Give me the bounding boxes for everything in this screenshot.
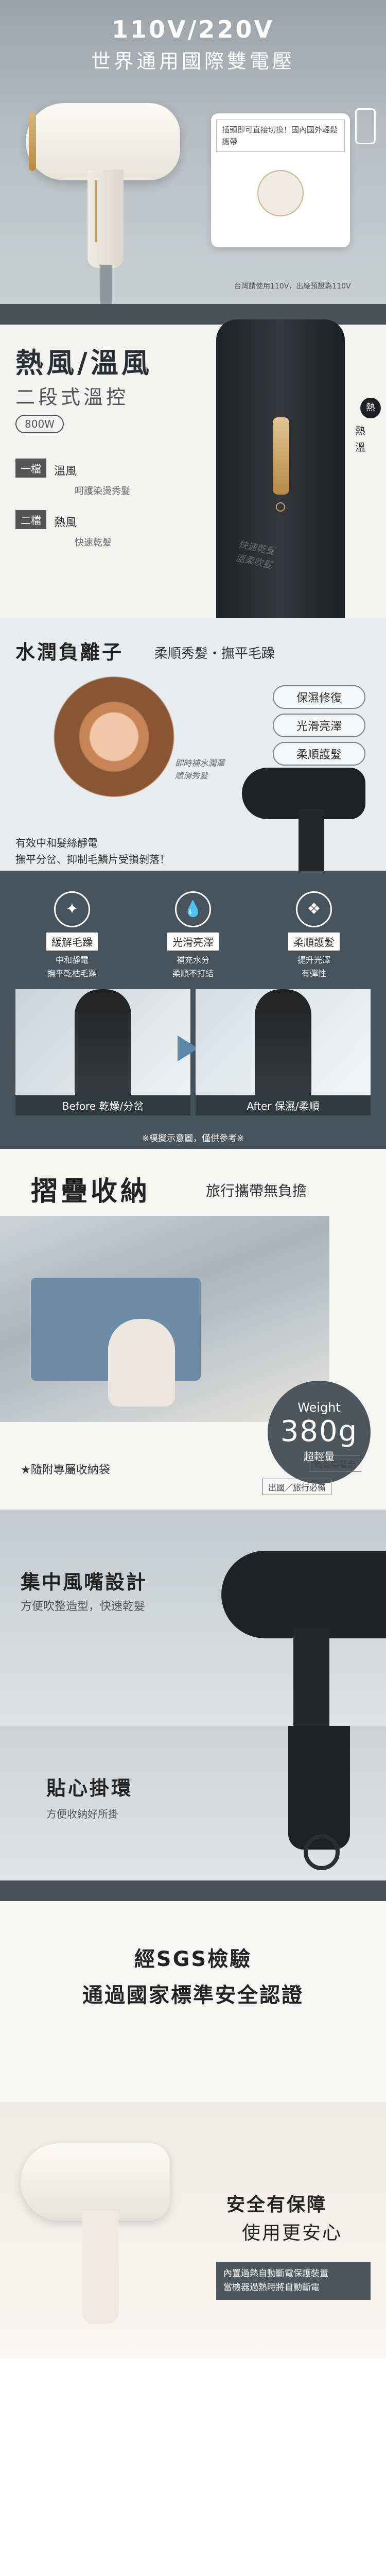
ion-caption: 有效中和髮絲靜電 撫平分岔、抑制毛鱗片受損剝落！ [15,837,170,866]
before-label: Before 乾燥/分岔 [15,1095,190,1115]
safety-line-2: 使用更安心 [242,2223,343,2244]
fold-tag: 出國／旅行必備 [262,1479,332,1495]
level-desc: 快速乾髮 [75,537,112,548]
fold-tag: 輕鬆帶著走 [309,1455,362,1472]
white-dryer-handle [87,170,124,268]
temp-subtitle: 二段式溫控 [15,386,129,409]
feature-item: ✦ 緩解毛躁 中和靜電 撫平乾枯毛躁 [21,891,124,980]
feature-title: 光滑亮澤 [167,933,219,951]
temperature-section: 熱風/溫風 二段式溫控 800W 一檔 溫風 呵護染燙秀髮 二檔 熱風 快速乾髮… [0,304,386,618]
feature-item: 💧 光滑亮澤 補充水分 柔順不打結 [142,891,244,980]
ion-title: 水潤負離子 [15,641,124,664]
after-label: After 保濕/柔順 [196,1095,371,1115]
feature-item: ❖ 柔順護髮 提升光澤 有彈性 [262,891,365,980]
plug-caption: 插頭即可直接切換！國內國外輕鬆攜帶 [216,120,345,152]
feature-desc: 補充水分 柔順不打結 [172,955,214,978]
hair-benefits-section: ✦ 緩解毛躁 中和靜電 撫平乾枯毛躁 💧 光滑亮澤 補充水分 柔順不打結 ❖ 柔… [0,871,386,1149]
level-name: 溫風 [54,465,77,478]
hook-section: 貼心掛環 方便收納好所掛 [0,1726,386,1880]
level-desc: 呵護染燙秀髮 [75,485,130,497]
weight-badge: Weight 380g 超輕量 [268,1381,371,1484]
power-dot-icon [276,502,285,512]
temperature-switch [273,417,289,495]
hair-strand-smooth [255,989,311,1115]
section-band [0,1880,386,1901]
folded-dryer-image [108,1319,175,1406]
dryer-cord [100,265,112,304]
safety-line-1: 安全有保障 [226,2194,327,2215]
hook-subtitle: 方便收納好所掛 [46,1808,118,1820]
voltage-subtitle: 世界通用國際雙電壓 [91,50,295,73]
weight-label: Weight [297,1400,341,1415]
feature-pill: 柔順護髮 [273,742,365,766]
sgs-section: 經SGS檢驗 通過國家標準安全認證 [0,1880,386,2102]
ionic-section: 水潤負離子 柔順秀髮・撫平毛躁 保濕修復 光滑亮澤 柔順護髮 即時補水潤澤 順滑… [0,618,386,871]
voltage-note: 台灣請使用110V，出廠預設為110V [234,282,351,291]
bag-note: ★隨附專屬收納袋 [21,1464,110,1477]
before-panel: Before 乾燥/分岔 [15,989,190,1115]
foldable-section: 摺疊收納 旅行攜帶無負擔 Weight 380g 超輕量 ★隨附專屬收納袋 輕鬆… [0,1149,386,1510]
suitcase-photo [0,1216,329,1422]
temp-title: 熱風/溫風 [15,347,152,379]
white-dryer-image [21,2143,170,2221]
nozzle-section: 集中風嘴設計 方便吹整造型，快速乾髮 [0,1510,386,1726]
water-drop-icon: 💧 [175,891,211,927]
sgs-line-1: 經SGS檢驗 [134,1947,252,1971]
level-2: 二檔 熱風 快速乾髮 [15,510,170,549]
safety-desc: 內置過熱自動斷電保護裝置 當機器過熱時將自動斷電 [216,2262,371,2300]
model-photo [21,675,190,829]
handwritten-note: 即時補水潤澤 順滑秀髮 [175,758,225,781]
safety-section: 安全有保障 使用更安心 內置過熱自動斷電保護裝置 當機器過熱時將自動斷電 [0,2102,386,2358]
feature-pill: 光滑亮澤 [273,714,365,737]
wattage-badge: 800W [15,415,64,433]
dryer-with-nozzle [221,1551,386,1638]
disclaimer: ※模擬示意圖，僅供參考※ [142,1133,244,1144]
level-name: 熱風 [54,516,77,530]
feature-pill: 保濕修復 [273,685,365,709]
feature-title: 柔順護髮 [288,933,340,951]
voltage-section: 110V/220V 世界通用國際雙電壓 插頭即可直接切換！國內國外輕鬆攜帶 台灣… [0,0,386,304]
level-tag: 二檔 [15,510,46,529]
black-dryer-closeup [216,319,345,618]
dryer-handle [288,1726,350,1850]
hair-strand-damaged [75,989,131,1115]
voltage-title: 110V/220V [111,15,275,43]
black-dryer-handle [299,809,324,871]
after-panel: After 保濕/柔順 [196,989,371,1115]
ion-subtitle: 柔順秀髮・撫平毛躁 [154,646,275,662]
white-hair-dryer-image [26,103,180,180]
nozzle-title: 集中風嘴設計 [21,1571,148,1594]
plug-closeup: 插頭即可直接切換！國內國外輕鬆攜帶 [211,113,350,247]
feature-title: 緩解毛躁 [46,933,98,951]
sparkle-icon: ✦ [54,891,90,927]
arrow-right-icon [178,1036,198,1061]
feature-desc: 中和靜電 撫平乾枯毛躁 [47,955,97,978]
sgs-line-2: 通過國家標準安全認證 [82,1984,304,2007]
fold-title: 摺疊收納 [31,1176,151,1207]
nozzle-subtitle: 方便吹整造型，快速乾髮 [21,1600,146,1613]
hot-mode-circle: 熱 [360,398,381,418]
hanging-ring-icon [304,1834,340,1870]
feature-desc: 提升光澤 有彈性 [297,955,330,978]
dryer-handle [293,1628,329,1726]
hair-icon: ❖ [296,891,332,927]
hook-title: 貼心掛環 [46,1777,133,1800]
white-dryer-handle [82,2210,118,2324]
switch-label: 熱 溫 [355,425,365,453]
weight-value: 380g [280,1415,358,1448]
voltage-dial [257,170,304,216]
plug-icon [355,108,376,144]
level-tag: 一檔 [15,459,46,478]
level-1: 一檔 溫風 呵護染燙秀髮 [15,459,170,497]
fold-subtitle: 旅行攜帶無負擔 [206,1182,307,1199]
